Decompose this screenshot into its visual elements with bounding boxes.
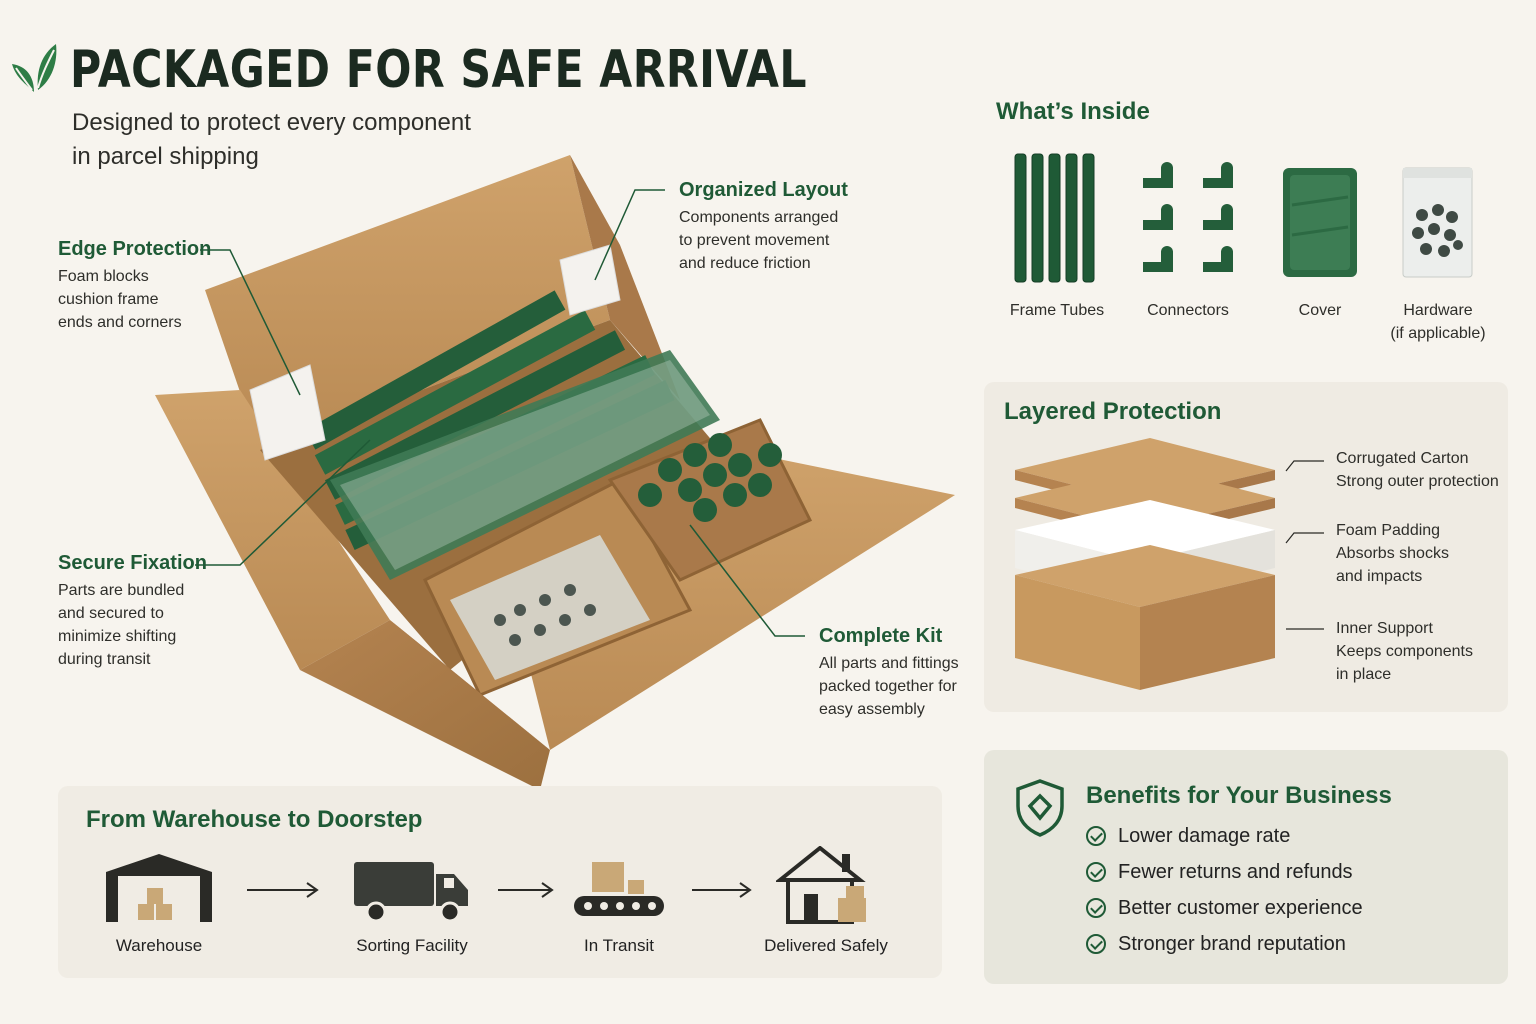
callout-line: during transit	[58, 651, 151, 668]
callout-line: and reduce friction	[679, 255, 811, 272]
layer-item: Inner Support Keeps components in place	[1336, 617, 1473, 686]
callout-title: Complete Kit	[819, 625, 943, 647]
check-circle-icon	[1086, 934, 1106, 954]
benefit-text: Stronger brand reputation	[1118, 932, 1346, 955]
layer-line: Inner Support	[1336, 620, 1433, 637]
box-side-wall	[390, 620, 550, 750]
leaf-icon	[12, 44, 57, 92]
callout-edge-protection: Edge Protection Foam blocks cushion fram…	[58, 238, 248, 334]
benefit-item: Stronger brand reputation	[1086, 926, 1363, 962]
warehouse-icon	[106, 854, 212, 922]
arrow-right-icon	[692, 882, 752, 898]
layer-line: and impacts	[1336, 568, 1423, 585]
connectors-pile	[638, 433, 782, 522]
callout-line: Parts are bundled	[58, 582, 185, 599]
cover-icon	[1283, 168, 1357, 277]
inside-item-label-line: Hardware	[1403, 302, 1473, 319]
page-subtitle: Designed to protect every component in p…	[72, 106, 492, 174]
hardware-bag-icon	[1402, 167, 1473, 278]
callout-line: and secured to	[58, 605, 164, 622]
benefit-text: Fewer returns and refunds	[1118, 860, 1353, 883]
journey-step-label: Warehouse	[115, 936, 203, 955]
layered-protection-title: Layered Protection	[1004, 398, 1222, 425]
journey-step-label: Delivered Safely	[764, 936, 888, 955]
callout-leader-lines	[195, 189, 805, 637]
benefit-item: Fewer returns and refunds	[1086, 854, 1363, 890]
layer-line: Foam Padding	[1336, 522, 1441, 539]
journey-step-label: Sorting Facility	[356, 936, 468, 955]
inside-item-label: Cover	[1298, 302, 1342, 319]
callout-complete-kit: Complete Kit All parts and fittings pack…	[819, 625, 989, 721]
callout-title: Edge Protection	[58, 238, 212, 260]
conveyor-icon	[574, 862, 664, 916]
box-front-wall	[300, 620, 550, 790]
box-right-flap	[570, 155, 680, 400]
benefits-panel	[984, 750, 1508, 984]
callout-line: Foam blocks	[58, 268, 149, 285]
inside-item-label: Hardware (if applicable)	[1378, 299, 1498, 345]
callout-line: All parts and fittings	[819, 655, 959, 672]
callout-title: Secure Fixation	[58, 552, 207, 574]
benefits-title: Benefits for Your Business	[1086, 782, 1392, 809]
arrow-right-icon	[498, 882, 554, 898]
benefit-item: Better customer experience	[1086, 890, 1363, 926]
box-front-right-flap	[530, 445, 955, 750]
callout-title: Organized Layout	[679, 179, 848, 201]
layer-item: Corrugated Carton Strong outer protectio…	[1336, 447, 1499, 493]
layer-line: Corrugated Carton	[1336, 450, 1469, 467]
callout-line: packed together for	[819, 678, 957, 695]
callout-text: Components arranged to prevent movement …	[679, 206, 889, 275]
arrow-right-icon	[247, 882, 319, 898]
journey-step-label: In Transit	[584, 936, 654, 955]
callout-line: cushion frame	[58, 291, 159, 308]
callout-line: minimize shifting	[58, 628, 177, 645]
layer-line: Strong outer protection	[1336, 473, 1499, 490]
inside-item-label: Connectors	[1147, 302, 1229, 319]
layers-illustration	[1015, 438, 1275, 690]
callout-line: ends and corners	[58, 314, 182, 331]
connectors-icon	[1143, 162, 1233, 272]
benefits-list: Lower damage rate Fewer returns and refu…	[1086, 818, 1363, 962]
callout-text: Parts are bundled and secured to minimiz…	[58, 579, 238, 671]
house-icon	[776, 846, 866, 924]
callout-organized-layout: Organized Layout Components arranged to …	[679, 179, 889, 275]
hardware-bag	[450, 535, 650, 680]
open-box-illustration	[155, 155, 955, 790]
whats-inside-title: What’s Inside	[996, 98, 1150, 125]
benefit-text: Lower damage rate	[1118, 824, 1291, 847]
layer-line: Keeps components	[1336, 643, 1473, 660]
inside-item-label-line: (if applicable)	[1390, 325, 1486, 342]
layer-item: Foam Padding Absorbs shocks and impacts	[1336, 519, 1449, 588]
callout-text: All parts and fittings packed together f…	[819, 652, 989, 721]
check-circle-icon	[1086, 862, 1106, 882]
subtitle-line: in parcel shipping	[72, 143, 259, 170]
layer-line: in place	[1336, 666, 1392, 683]
subtitle-line: Designed to protect every component	[72, 109, 471, 136]
check-circle-icon	[1086, 826, 1106, 846]
check-circle-icon	[1086, 898, 1106, 918]
callout-line: easy assembly	[819, 701, 925, 718]
callout-line: to prevent movement	[679, 232, 830, 249]
benefit-item: Lower damage rate	[1086, 818, 1363, 854]
benefit-text: Better customer experience	[1118, 896, 1363, 919]
inside-item-label: Frame Tubes	[1009, 302, 1105, 319]
frame-tubes-icon	[1014, 153, 1095, 283]
journey-title: From Warehouse to Doorstep	[86, 806, 423, 833]
callout-text: Foam blocks cushion frame ends and corne…	[58, 265, 248, 334]
shield-icon	[1016, 779, 1064, 837]
foam-block	[559, 244, 621, 316]
page-title: PACKAGED FOR SAFE ARRIVAL	[70, 40, 807, 100]
layer-leader-lines	[1285, 460, 1324, 630]
truck-icon	[354, 862, 468, 923]
wrapped-cover	[330, 350, 720, 580]
callout-secure-fixation: Secure Fixation Parts are bundled and se…	[58, 552, 238, 671]
box-left-flap	[155, 390, 390, 670]
callout-line: Components arranged	[679, 209, 839, 226]
layer-line: Absorbs shocks	[1336, 545, 1449, 562]
